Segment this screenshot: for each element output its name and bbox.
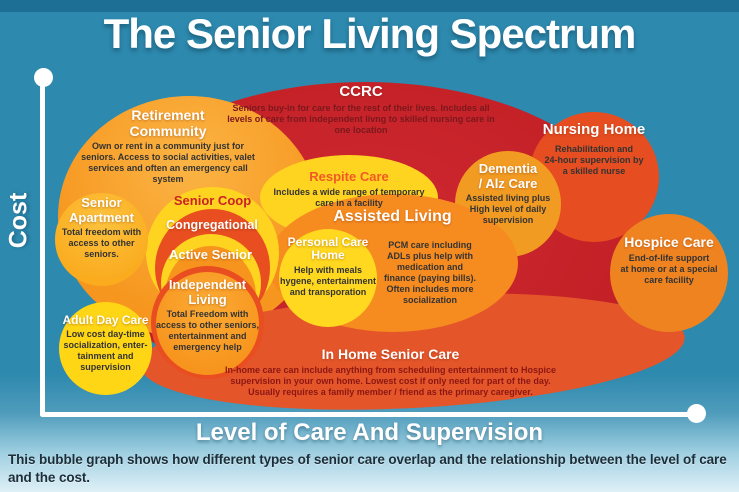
senior-coop-title: Senior Coop: [173, 193, 252, 208]
nursing-home-title: Nursing Home: [542, 121, 646, 138]
axis-endpoint-dot-icon: [34, 68, 53, 87]
respite-care-title: Respite Care: [309, 169, 389, 184]
adult-day-care-description: Low cost day-time socialization, enter- …: [63, 329, 148, 373]
assisted-living-title: Assisted Living: [333, 208, 452, 225]
senior-apartment-title: Senior Apartment: [68, 195, 134, 225]
senior-apartment-label: Senior Apartment Total freedom with acce…: [54, 195, 149, 260]
respite-care-label: Respite Care Includes a wide range of te…: [263, 169, 435, 209]
x-axis-line: [40, 412, 697, 417]
retirement-community-title: Retirement Community: [129, 107, 207, 139]
hospice-care-bubble: [610, 214, 728, 332]
y-axis-line: [40, 78, 45, 417]
axis-endpoint-dot-icon: [687, 404, 706, 423]
in-home-senior-care-description: In-home care can include anything from s…: [224, 364, 557, 397]
personal-care-home-description: Help with meals hygene, entertainment an…: [279, 264, 377, 297]
congregational-title: Congregational: [166, 218, 258, 232]
independent-living-title: Independent Living: [168, 277, 247, 307]
adult-day-care-title: Adult Day Care: [62, 313, 149, 327]
hospice-care-title: Hospice Care: [624, 234, 714, 250]
bottom-caption: This bubble graph shows how different ty…: [8, 452, 727, 485]
in-home-senior-care-title: In Home Senior Care: [321, 346, 460, 362]
in-home-senior-care-label: In Home Senior Care In-home care can inc…: [198, 346, 583, 398]
adult-day-care-bubble: [59, 302, 152, 395]
respite-care-description: Includes a wide range of temporary care …: [273, 186, 425, 208]
retirement-community-label: Retirement Community Own or rent in a co…: [70, 107, 266, 185]
retirement-community-description: Own or rent in a community just for seni…: [81, 141, 255, 185]
senior-apartment-bubble: [55, 193, 148, 286]
independent-living-bubble: [156, 272, 259, 375]
ccrc-description: Seniors buy-in for care for the rest of …: [227, 102, 495, 135]
adult-day-care-label: Adult Day Care Low cost day-time sociali…: [53, 313, 158, 373]
personal-care-home-bubble: [279, 229, 377, 327]
personal-care-home-title: Personal Care Home: [287, 235, 369, 263]
hospice-care-description: End-of-life support at home or at a spec…: [620, 252, 718, 285]
dementia-alz-care-label: Dementia / Alz Care Assisted living plus…: [457, 161, 559, 226]
page-title: The Senior Living Spectrum: [103, 10, 637, 57]
assisted-living-label: PCM care including ADLs plus help with m…: [365, 238, 495, 306]
ccrc-label: CCRC Seniors buy-in for care for the res…: [196, 83, 526, 136]
x-axis-label: Level of Care And Supervision: [195, 419, 544, 446]
personal-care-home-label: Personal Care Home Help with meals hygen…: [277, 235, 379, 298]
assisted-living-description: PCM care including ADLs plus help with m…: [383, 240, 476, 305]
y-axis-label: Cost: [4, 192, 33, 249]
ccrc-title: CCRC: [339, 83, 383, 100]
active-senior-title: Active Senior: [168, 247, 253, 262]
senior-apartment-description: Total freedom with access to other senio…: [61, 227, 142, 260]
dementia-alz-care-description: Assisted living plus High level of daily…: [465, 193, 551, 226]
independent-living-label: Independent Living Total Freedom with ac…: [150, 277, 265, 353]
hospice-care-label: Hospice Care End-of-life support at home…: [611, 234, 727, 286]
top-bar: [0, 0, 739, 12]
independent-living-description: Total Freedom with access to other senio…: [155, 309, 260, 353]
nursing-home-label: Nursing Home Rehabilitation and 24-hour …: [532, 121, 656, 177]
dementia-alz-care-title: Dementia / Alz Care: [478, 161, 538, 191]
nursing-home-description: Rehabilitation and 24-hour supervision b…: [544, 143, 644, 176]
